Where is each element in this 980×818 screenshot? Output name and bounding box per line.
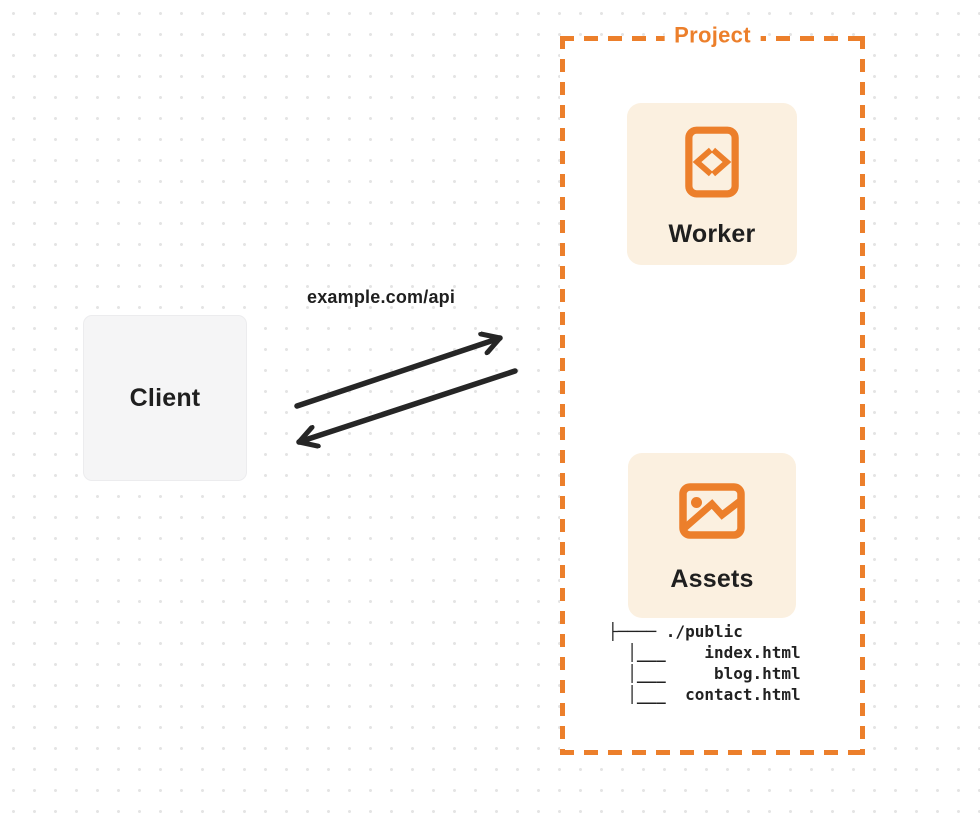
tree-line-contact: │___ contact.html	[608, 685, 801, 704]
project-label: Project	[664, 22, 761, 49]
tree-line-blog: │___ blog.html	[608, 664, 801, 683]
assets-node: Assets	[628, 453, 796, 618]
request-arrow	[294, 338, 503, 409]
project-border-right	[860, 36, 865, 755]
request-url-label: example.com/api	[307, 287, 456, 307]
worker-node: Worker	[627, 103, 797, 265]
tree-line-public: ├──── ./public	[608, 622, 743, 641]
public-file-tree: ├──── ./public │___ index.html │___ blog…	[608, 621, 801, 705]
worker-label: Worker	[668, 220, 756, 248]
code-document-icon	[685, 126, 739, 198]
tree-line-index: │___ index.html	[608, 643, 801, 662]
response-arrow	[296, 368, 518, 442]
client-node: Client	[83, 315, 247, 481]
project-container: Project Worker	[560, 22, 865, 755]
project-border-left	[560, 36, 565, 755]
assets-label: Assets	[670, 565, 754, 593]
project-border-bottom	[560, 750, 865, 755]
image-icon	[679, 483, 745, 539]
client-label: Client	[129, 383, 201, 412]
